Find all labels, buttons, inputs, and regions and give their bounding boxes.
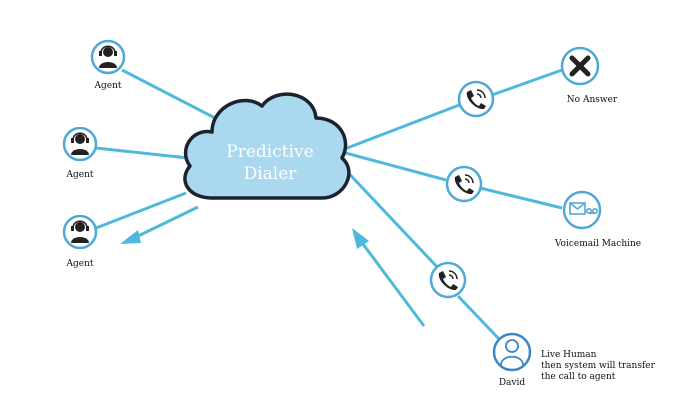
agent-headset-icon (71, 220, 89, 243)
live-human-name: David (498, 378, 526, 388)
arrow-to-agent (120, 205, 199, 244)
live-human-line2: then system will transfer (541, 361, 655, 371)
line-live-human (456, 294, 502, 342)
line-no-answer (491, 68, 563, 97)
live-human-node (492, 332, 532, 372)
predictive-dialer-cloud (183, 92, 351, 200)
voicemail-node (562, 190, 602, 230)
voicemail-envelope-icon (569, 202, 598, 215)
agent-label-2: Agent (66, 170, 94, 180)
agent-node-2 (62, 126, 98, 162)
no-answer-node (560, 46, 600, 86)
line-call-1 (341, 102, 463, 152)
live-human-label: Live Human then system will transfer the… (541, 350, 655, 383)
connector-lines (95, 68, 563, 342)
agent-node-3 (62, 214, 98, 250)
agent-label-1: Agent (94, 81, 122, 91)
live-human-line1: Live Human (541, 350, 597, 360)
line-agent-2 (95, 146, 189, 160)
close-x-icon (569, 55, 591, 77)
line-agent-1 (121, 68, 216, 120)
line-call-2 (341, 150, 447, 182)
line-agent-3 (95, 191, 187, 230)
arrow-to-cloud (352, 228, 426, 327)
cloud-label-line1: Predictive (226, 142, 314, 162)
user-icon (500, 339, 524, 366)
live-human-line3: the call to agent (541, 372, 616, 382)
call-node-3 (429, 261, 467, 299)
agent-node-1 (90, 39, 126, 75)
no-answer-label: No Answer (566, 95, 618, 105)
phone-ringing-icon (466, 89, 486, 110)
agent-headset-icon (71, 132, 89, 155)
phone-ringing-icon (454, 174, 474, 195)
agent-headset-icon (99, 45, 117, 68)
voicemail-label: Voicemail Machine (554, 239, 642, 249)
cloud-label-line2: Dialer (243, 164, 297, 184)
line-voicemail (479, 186, 563, 210)
phone-ringing-icon (438, 270, 458, 291)
call-node-2 (445, 165, 483, 203)
line-call-3 (336, 160, 442, 272)
agent-label-3: Agent (66, 259, 94, 269)
cloud-label: Predictive Dialer (200, 141, 340, 185)
call-node-1 (457, 80, 495, 118)
